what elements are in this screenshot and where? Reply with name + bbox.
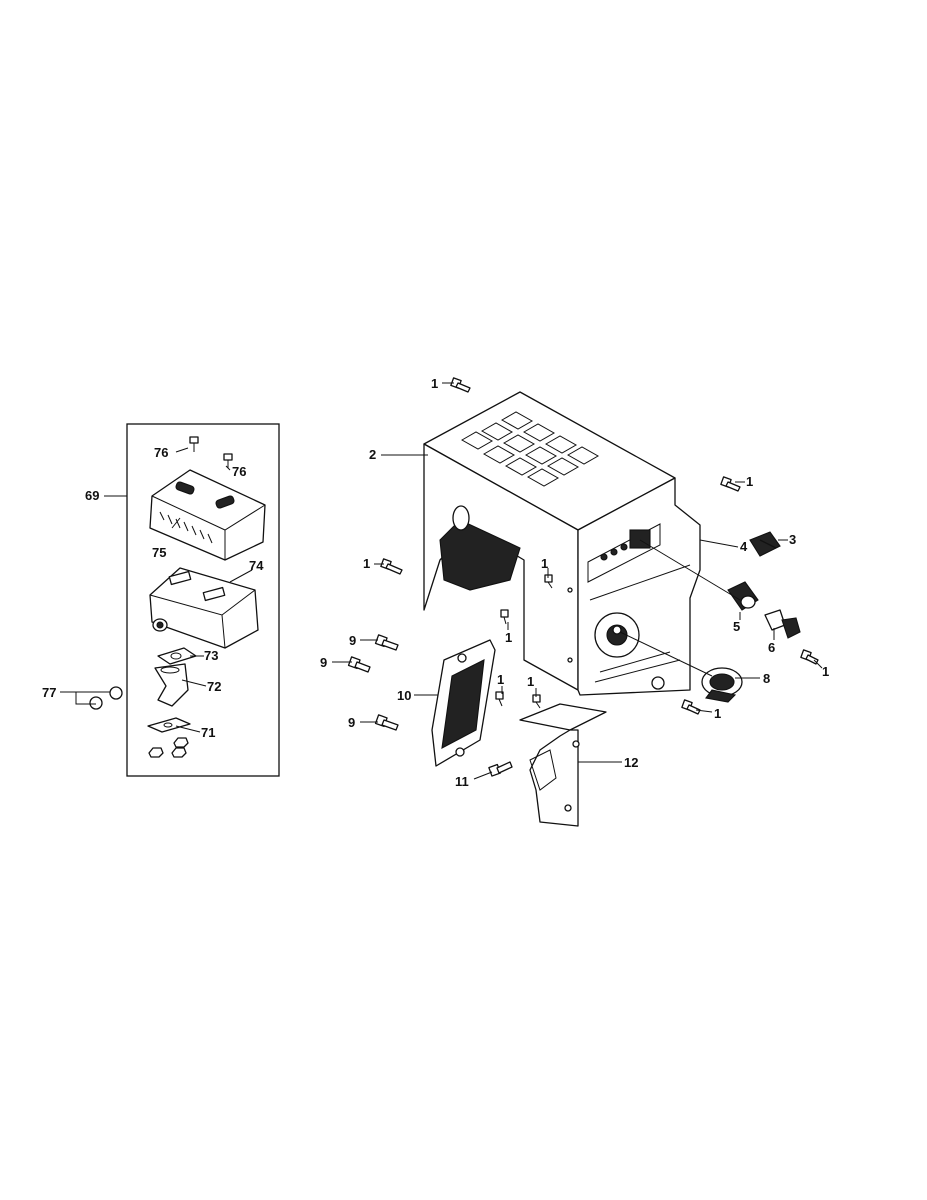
- callout-2: 2: [369, 447, 376, 462]
- callout-12: 12: [624, 755, 638, 770]
- callout-5: 5: [733, 619, 740, 634]
- gasket-71: [147, 717, 191, 733]
- bracket-12: [519, 703, 607, 827]
- callout-71: 71: [201, 725, 215, 740]
- callout-1-left: 1: [363, 556, 370, 571]
- bolt-1-top: [450, 377, 471, 393]
- knob-6: [764, 609, 801, 639]
- callout-73: 73: [204, 648, 218, 663]
- callout-1-top: 1: [431, 376, 438, 391]
- bolt-9-a: [374, 634, 399, 651]
- bolt-11: [488, 761, 513, 777]
- cap-8: [701, 667, 743, 703]
- callout-72: 72: [207, 679, 221, 694]
- callout-9-b: 9: [320, 655, 327, 670]
- bolt-9-b: [347, 656, 371, 673]
- muffler-kit-box: [126, 423, 280, 777]
- screw-76-b: [223, 453, 233, 468]
- heat-shield-75: [149, 469, 266, 561]
- callout-8: 8: [763, 671, 770, 686]
- callout-6: 6: [768, 640, 775, 655]
- bolt-1-right-upper: [720, 476, 741, 492]
- callout-1-bottom-b: 1: [527, 674, 534, 689]
- bolt-1-center-lower: [500, 609, 509, 625]
- callout-1-center-lower: 1: [505, 630, 512, 645]
- callout-1-right-upper: 1: [746, 474, 753, 489]
- bolt-9-c: [374, 714, 399, 731]
- key-3: [749, 531, 781, 557]
- callout-1-right-lower: 1: [822, 664, 829, 679]
- leader-lines: [60, 382, 823, 780]
- callout-3: 3: [789, 532, 796, 547]
- callout-4: 4: [740, 539, 748, 554]
- screw-76-a: [189, 436, 199, 452]
- bolt-1-left: [380, 558, 403, 575]
- switch-5: [727, 581, 759, 611]
- nuts-77: [89, 686, 123, 710]
- callout-1-center-upper: 1: [541, 556, 548, 571]
- callout-1-bottom-right: 1: [714, 706, 721, 721]
- bolt-1-bottom-right: [681, 699, 701, 715]
- bolt-1-right-lower: [800, 649, 819, 665]
- callout-9-c: 9: [348, 715, 355, 730]
- engine-shroud-2: [423, 391, 701, 696]
- bolt-1-bottom-a: [495, 691, 504, 707]
- callout-1-bottom-a: 1: [497, 672, 504, 687]
- nuts-71: [148, 737, 189, 758]
- bracket-10: [431, 639, 496, 767]
- callout-74: 74: [249, 558, 264, 573]
- callout-75: 75: [152, 545, 166, 560]
- callout-77: 77: [42, 685, 56, 700]
- exhaust-pipe-72: [154, 663, 189, 707]
- callout-69: 69: [85, 488, 99, 503]
- callout-11: 11: [455, 774, 469, 789]
- callout-76-b: 76: [232, 464, 246, 479]
- callout-10: 10: [397, 688, 411, 703]
- top-vents: [460, 411, 600, 487]
- muffler-74: [149, 567, 259, 649]
- callout-76-a: 76: [154, 445, 168, 460]
- callout-9-a: 9: [349, 633, 356, 648]
